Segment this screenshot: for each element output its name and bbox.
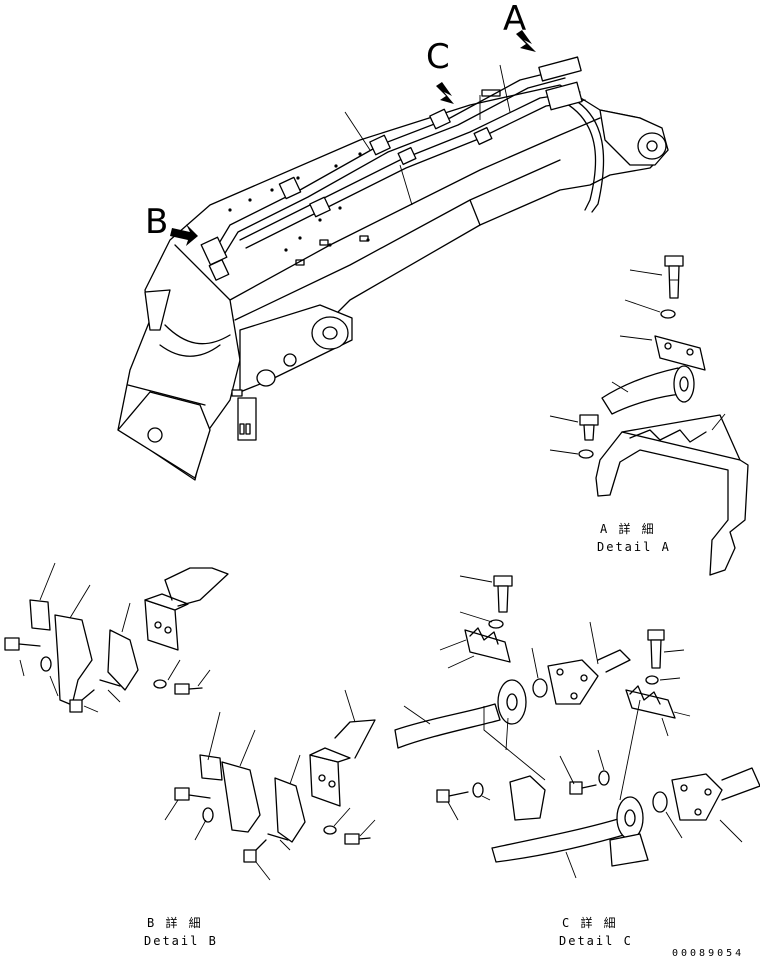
detail-b-title-jp: B 詳 細 [147,916,203,930]
detail-b-title-en: Detail B [144,934,218,948]
detail-a-title-en: Detail A [597,540,671,554]
view-arrows [170,30,536,246]
boom-assembly [118,85,668,480]
detail-c-title-en: Detail C [559,934,633,948]
detail-a-drawing [550,256,748,575]
boom-hydraulic-pipes [201,57,603,280]
view-marker-c: C [426,37,450,77]
detail-c-drawing [395,576,760,878]
view-marker-b: B [145,202,169,242]
detail-c-title-jp: C 詳 細 [562,916,618,930]
part-number: 00089054 [672,948,745,959]
detail-b-drawing [5,563,375,880]
view-marker-a: A [503,0,527,39]
detail-a-title-jp: A 詳 細 [600,522,656,536]
